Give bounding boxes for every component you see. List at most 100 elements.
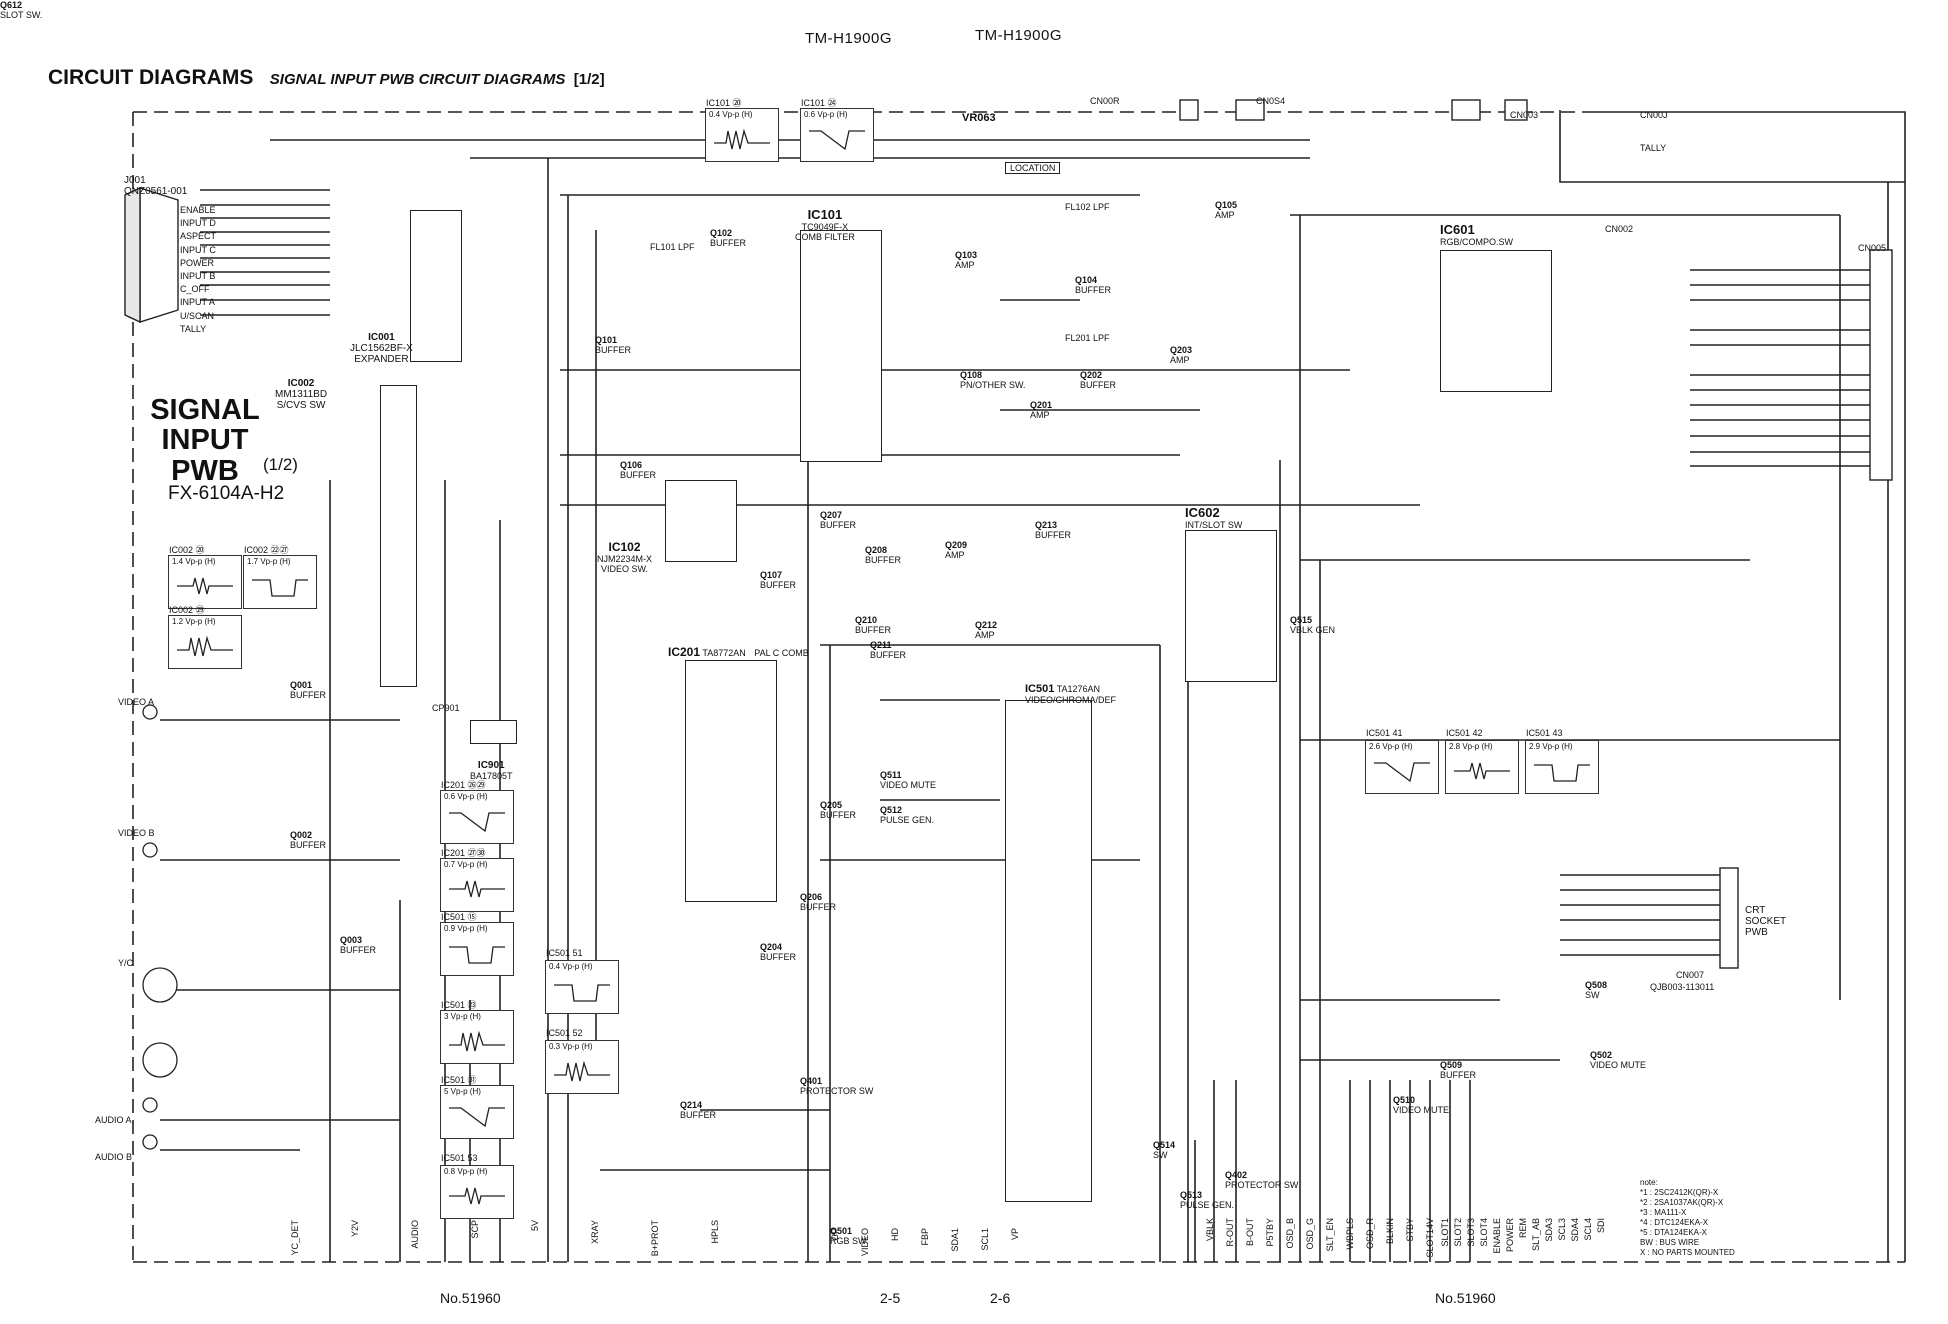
- ic101-desc: COMB FILTER: [795, 232, 855, 242]
- transistor-desc: VIDEO MUTE: [880, 780, 937, 790]
- location-label: LOCATION: [1005, 162, 1061, 174]
- note-item: *5 : DTA124EKA-X: [1640, 1228, 1707, 1237]
- ic001-body: [410, 210, 462, 362]
- waveform-ref: IC501 ㉛: [441, 1075, 477, 1085]
- transistor-ref: Q502: [1590, 1050, 1613, 1060]
- ic001-label: IC001 JLC1562BF-X EXPANDER: [350, 332, 413, 365]
- waveform-ref: IC501 43: [1526, 728, 1563, 738]
- j001-pin: INPUT D: [180, 218, 216, 229]
- transistor-desc: SLOT SW.: [0, 10, 43, 20]
- bottom-signal-label: SLOT3: [1466, 1218, 1476, 1247]
- ic001-part: JLC1562BF-X: [350, 343, 413, 354]
- board-model: FX-6104A-H2: [168, 483, 285, 504]
- transistor-desc: PULSE GEN.: [1180, 1200, 1235, 1210]
- waveform-value: 2.6 Vp-p (H): [1369, 742, 1413, 751]
- ic201-body: [685, 660, 777, 902]
- transistor-ref: Q501: [830, 1226, 853, 1236]
- waveform-ref: IC101 ㉔: [801, 98, 837, 108]
- transistor-desc: BUFFER: [760, 952, 796, 962]
- audio-b-label: AUDIO B: [95, 1152, 133, 1162]
- note-item: BW : BUS WIRE: [1640, 1238, 1700, 1247]
- footer-page-left: 2-5: [880, 1290, 901, 1306]
- waveform-box: 5 Vp-p (H)IC501 ㉛: [440, 1075, 514, 1139]
- bottom-signal-label: VBLK: [1205, 1218, 1215, 1242]
- waveform-box: 0.9 Vp-p (H)IC501 ⑮: [440, 912, 514, 976]
- ic601-body: [1440, 250, 1552, 392]
- transistor-ref: Q512: [880, 805, 903, 815]
- transistor-desc: SW: [1153, 1150, 1168, 1160]
- waveform-value: 1.2 Vp-p (H): [172, 617, 216, 626]
- ic601-label: IC601 RGB/COMPO.SW: [1440, 222, 1513, 247]
- transistor-ref: Q204: [760, 942, 783, 952]
- transistor-desc: BUFFER: [1440, 1070, 1476, 1080]
- waveform-box: 0.7 Vp-p (H)IC201 ㉗㉚: [440, 848, 514, 912]
- transistor-desc: BUFFER: [680, 1110, 716, 1120]
- transistor-ref: Q212: [975, 620, 998, 630]
- j001-pin-list: ENABLE INPUT D ASPECT INPUT C POWER INPU…: [180, 204, 216, 336]
- ic201-part: TA8772AN: [702, 648, 746, 658]
- note-item: *4 : DTC124EKA-X: [1640, 1218, 1709, 1227]
- transistor-desc: BUFFER: [620, 470, 656, 480]
- header-model-right: TM-H1900G: [975, 27, 1063, 44]
- cp901-label: CP901: [432, 703, 460, 713]
- ic601-desc: RGB/COMPO.SW: [1440, 237, 1514, 247]
- ic201-label: IC201 TA8772AN PAL C COMB: [668, 645, 809, 659]
- waveform-trace: [554, 984, 610, 1002]
- waveform-value: 1.4 Vp-p (H): [172, 557, 216, 566]
- ic201-desc: PAL C COMB: [754, 648, 809, 658]
- fl201-label: FL201 LPF: [1065, 333, 1110, 343]
- waveform-ref: IC002 ㉒㉗: [244, 545, 289, 555]
- waveform-value: 0.8 Vp-p (H): [444, 1167, 488, 1176]
- transistor-ref: Q205: [820, 800, 843, 810]
- waveform-ref: IC501 ㉓: [441, 1000, 477, 1010]
- waveform-trace-icon: [714, 128, 770, 150]
- bottom-signal-label: SDA3: [1544, 1218, 1554, 1242]
- bottom-signal-label: ENABLE: [1492, 1218, 1502, 1254]
- transistor-desc: AMP: [955, 260, 975, 270]
- ic901-part: BA17805T: [470, 771, 513, 781]
- waveform-box: 0.4 Vp-p (H)IC101 ⑳: [705, 98, 779, 162]
- waveform-trace: [449, 812, 505, 833]
- waveform-box: 1.7 Vp-p (H)IC002 ㉒㉗: [243, 545, 317, 609]
- bottom-signal-label: REM: [1518, 1218, 1528, 1238]
- ic901-body: [470, 720, 517, 744]
- bottom-signal-label: 5V: [530, 1220, 540, 1232]
- j001-ref: J001: [124, 175, 146, 186]
- j001-pin: C_OFF: [180, 284, 210, 295]
- waveform-trace: [809, 130, 865, 151]
- fl101-label: FL101 LPF: [650, 242, 695, 252]
- waveform-trace: [177, 635, 233, 657]
- waveform-value: 0.3 Vp-p (H): [549, 1042, 593, 1051]
- transistor-ref: Q206: [800, 892, 823, 902]
- bottom-signal-label: HD: [890, 1228, 900, 1241]
- waveform-box: 3 Vp-p (H)IC501 ㉓: [440, 1000, 514, 1064]
- bottom-signal-label: POWER: [1505, 1218, 1515, 1253]
- bottom-signal-label: SCL1: [980, 1228, 990, 1251]
- waveform-trace-icon: [449, 946, 505, 964]
- ic901-ref: IC901: [477, 760, 505, 771]
- waveform-trace-icon: [449, 880, 505, 898]
- bottom-signal-label: SDA4: [1570, 1218, 1580, 1242]
- ic102-desc: VIDEO SW.: [601, 564, 649, 574]
- waveform-trace: [1454, 762, 1510, 780]
- bottom-signal-label: AUDIO: [410, 1220, 420, 1249]
- transistor-ref: Q104: [1075, 275, 1098, 285]
- transistor-ref: Q002: [290, 830, 313, 840]
- note-item: *3 : MA111-X: [1640, 1208, 1687, 1217]
- bottom-signal-label: SCL4: [1583, 1218, 1593, 1241]
- waveform-value: 0.6 Vp-p (H): [804, 110, 848, 119]
- video-b-label: VIDEO B: [118, 828, 155, 838]
- waveform-trace: [449, 1107, 505, 1128]
